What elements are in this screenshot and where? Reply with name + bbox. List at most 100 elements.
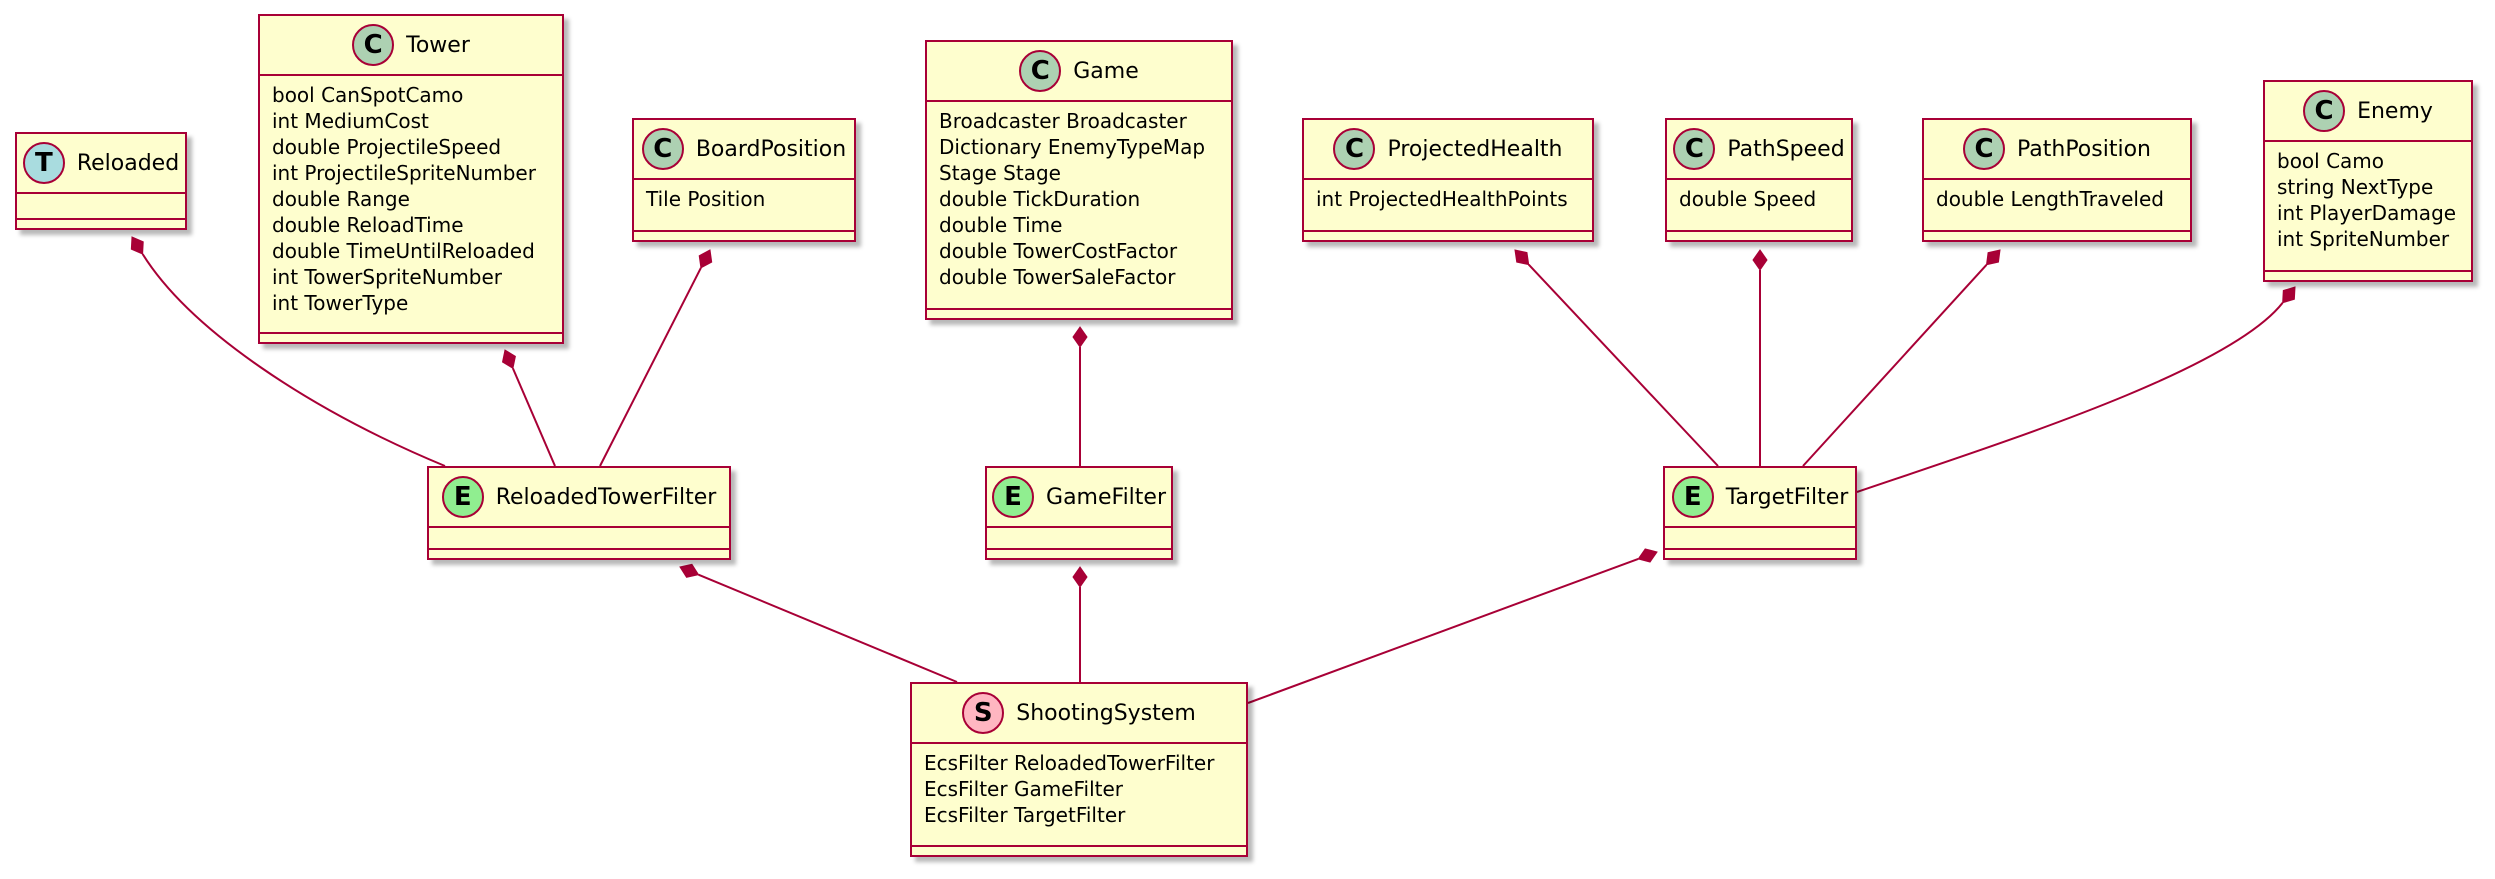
field: Broadcaster Broadcaster [939,109,1187,133]
entity-reloadedtowerfilter[interactable]: E ReloadedTowerFilter [427,466,731,560]
system-shootingsystem[interactable]: S ShootingSystem EcsFilter ReloadedTower… [910,682,1248,857]
class-header: S ShootingSystem [912,684,1246,744]
edge-tower-to-reloadedtowerfilter [511,367,556,467]
field: int TowerSpriteNumber [272,265,503,289]
edge-pathposition-to-targetfilter [1802,264,1988,467]
method-compartment-divider [634,230,854,232]
edge-projectedhealth-to-targetfilter [1527,263,1719,467]
class-name: Reloaded [76,150,180,176]
field: double Range [272,187,410,211]
edge-reloadedtowerfilter-to-shootingsystem [698,573,958,683]
class-c-icon: C [1333,128,1376,170]
entity-e-icon: E [992,476,1035,518]
entity-e-icon: E [1671,476,1714,518]
class-header: C Game [927,42,1231,102]
field-list: double LengthTraveled [1924,180,2190,212]
method-compartment-divider [912,845,1246,847]
field: double TimeUntilReloaded [272,239,535,263]
class-name: Tower [406,32,470,58]
entity-gamefilter[interactable]: E GameFilter [985,466,1173,560]
composition-diamond-icon [1072,326,1088,348]
field: double LengthTraveled [1936,187,2164,211]
method-compartment-divider [2265,270,2471,272]
class-name: BoardPosition [695,136,847,162]
field-list: int ProjectedHealthPoints [1304,180,1592,212]
class-pathspeed[interactable]: C PathSpeed double Speed [1665,118,1853,242]
field-list: bool CanSpotCamo int MediumCost double P… [260,76,562,316]
method-compartment-divider [260,332,562,334]
field: double TowerSaleFactor [939,265,1176,289]
edge-boardposition-to-reloadedtowerfilter [599,267,702,467]
class-header: C PathSpeed [1667,120,1851,180]
edge-reloaded-to-reloadedtowerfilter [141,253,446,467]
field: Tile Position [646,187,766,211]
class-enemy[interactable]: C Enemy bool Camo string NextType int Pl… [2263,80,2473,282]
class-header: C PathPosition [1924,120,2190,180]
class-game[interactable]: C Game Broadcaster Broadcaster Dictionar… [925,40,1233,320]
field: double ProjectileSpeed [272,135,502,159]
method-compartment-divider [1304,230,1592,232]
class-pathposition[interactable]: C PathPosition double LengthTraveled [1922,118,2192,242]
class-tower[interactable]: C Tower bool CanSpotCamo int MediumCost … [258,14,564,344]
field: bool Camo [2277,149,2385,173]
composition-diamond-icon [2282,286,2296,304]
field: double TowerCostFactor [939,239,1178,263]
field: int ProjectedHealthPoints [1316,187,1568,211]
class-header: E TargetFilter [1665,468,1855,528]
edge-targetfilter-to-shootingsystem [1247,557,1639,704]
class-name: GameFilter [1046,484,1166,510]
entity-targetfilter[interactable]: E TargetFilter [1663,466,1857,560]
method-compartment-divider [1924,230,2190,232]
class-name: TargetFilter [1725,484,1849,510]
field: Stage Stage [939,161,1061,185]
composition-diamond-icon [1514,249,1530,266]
class-c-icon: C [2303,90,2346,132]
class-header: E GameFilter [987,468,1171,528]
class-c-icon: C [1963,128,2005,170]
class-c-icon: C [641,128,684,170]
field-list: EcsFilter ReloadedTowerFilter EcsFilter … [912,744,1246,828]
class-header: C Enemy [2265,82,2471,142]
method-compartment-divider [1665,548,1855,550]
class-c-icon: C [1019,50,1062,92]
class-reloaded[interactable]: T Reloaded [15,132,187,230]
field-list: Broadcaster Broadcaster Dictionary Enemy… [927,102,1231,290]
composition-diamond-icon [501,349,516,370]
stereotype-t-icon: T [22,142,65,184]
field: double TickDuration [939,187,1141,211]
class-c-icon: C [352,24,395,66]
class-boardposition[interactable]: C BoardPosition Tile Position [632,118,856,242]
class-name: ReloadedTowerFilter [495,484,717,510]
method-compartment-divider [1667,230,1851,232]
field: int ProjectileSpriteNumber [272,161,536,185]
method-compartment-divider [429,548,729,550]
class-header: C BoardPosition [634,120,854,180]
class-name: Game [1073,58,1139,84]
field: double ReloadTime [272,213,464,237]
field: string NextType [2277,175,2434,199]
class-header: C Tower [260,16,562,76]
class-name: ShootingSystem [1016,700,1196,726]
composition-diamond-icon [1072,566,1088,588]
field: int PlayerDamage [2277,201,2457,225]
composition-diamond-icon [1637,548,1658,563]
field: double Speed [1679,187,1817,211]
field: EcsFilter ReloadedTowerFilter [924,751,1215,775]
entity-e-icon: E [441,476,484,518]
field: double Time [939,213,1063,237]
method-compartment-divider [17,218,185,220]
field-list: bool Camo string NextType int PlayerDama… [2265,142,2471,252]
method-compartment-divider [927,308,1231,310]
class-header: T Reloaded [17,134,185,194]
class-header: E ReloadedTowerFilter [429,468,729,528]
composition-diamond-icon [1752,249,1768,271]
field: bool CanSpotCamo [272,83,464,107]
field-list: double Speed [1667,180,1851,212]
class-projectedhealth[interactable]: C ProjectedHealth int ProjectedHealthPoi… [1302,118,1594,242]
class-name: PathPosition [2017,136,2151,162]
field: int TowerType [272,291,409,315]
class-header: C ProjectedHealth [1304,120,1592,180]
system-s-icon: S [962,692,1005,734]
